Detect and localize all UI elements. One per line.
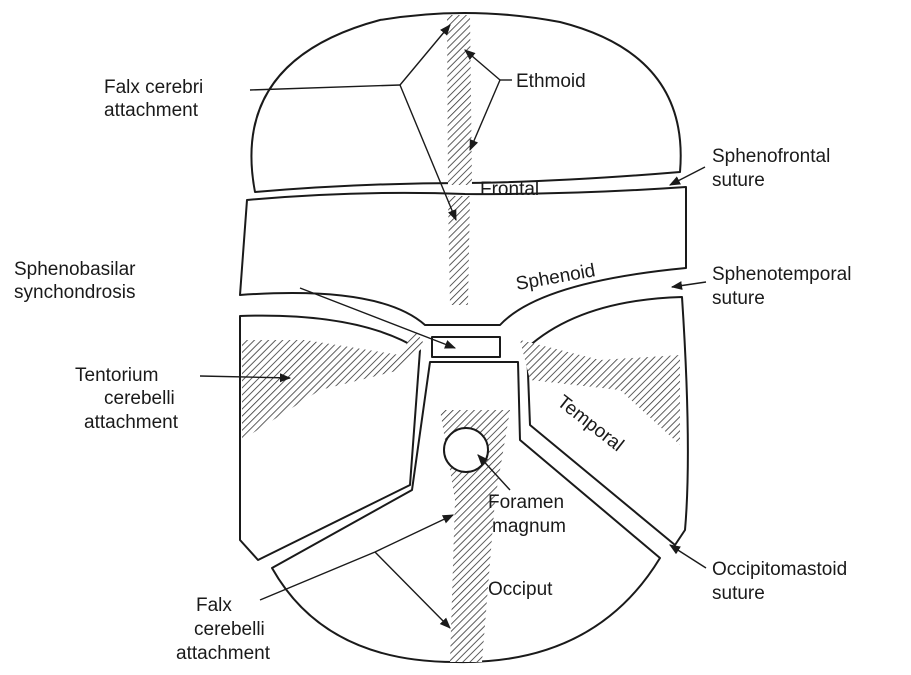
foramen-magnum-label-1: Foramen bbox=[488, 492, 564, 513]
falx-cerebri-hatch-lower bbox=[448, 196, 470, 305]
basi-sphenoid bbox=[432, 337, 500, 357]
falx-cerebelli-label-2: cerebelli bbox=[194, 619, 265, 640]
sphenofrontal-label-2: suture bbox=[712, 170, 765, 191]
sphenotemporal-label-1: Sphenotemporal bbox=[712, 264, 851, 285]
sphenofrontal-label-1: Sphenofrontal bbox=[712, 146, 830, 167]
falx-cerebri-hatch-upper bbox=[447, 15, 472, 185]
frontal-label: Frontal bbox=[480, 179, 539, 200]
sphenotemporal-arrow bbox=[672, 282, 706, 287]
falx-cerebelli-label-3: attachment bbox=[176, 643, 271, 664]
sphenotemporal-label-2: suture bbox=[712, 288, 765, 309]
falx-cerebri-label-2: attachment bbox=[104, 100, 199, 121]
foramen-magnum-label-2: magnum bbox=[492, 516, 566, 537]
falx-cerebelli-label-1: Falx bbox=[196, 595, 232, 616]
falx-cerebri-label-1: Falx cerebri bbox=[104, 77, 203, 98]
ethmoid-label: Ethmoid bbox=[516, 71, 586, 92]
sphenobasilar-label-1: Sphenobasilar bbox=[14, 259, 136, 280]
occipitomastoid-arrow bbox=[670, 545, 706, 568]
tentorium-label-3: attachment bbox=[84, 412, 179, 433]
occipitomastoid-label-1: Occipitomastoid bbox=[712, 559, 847, 580]
sphenobasilar-label-2: synchondrosis bbox=[14, 282, 135, 303]
foramen-magnum-circle bbox=[444, 428, 488, 472]
tentorium-label-1: Tentorium bbox=[75, 365, 158, 386]
tentorium-label-2: cerebelli bbox=[104, 388, 175, 409]
occiput-label: Occiput bbox=[488, 579, 553, 600]
occipitomastoid-label-2: suture bbox=[712, 583, 765, 604]
